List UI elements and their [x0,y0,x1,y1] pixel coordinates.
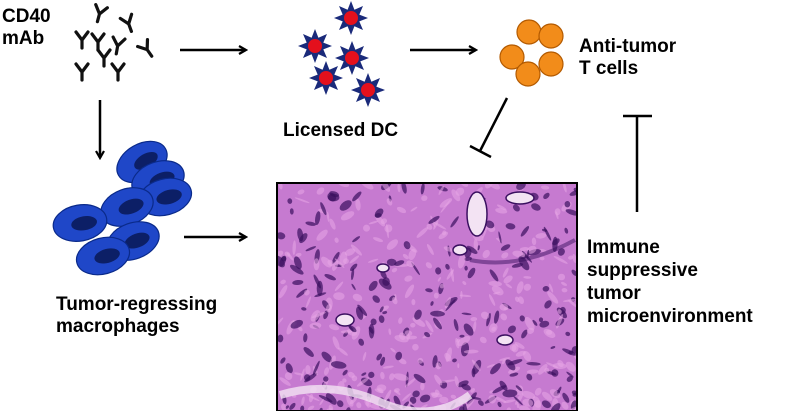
t-cell-icon [516,19,542,45]
t-cell-icon [538,23,564,49]
antibody-icon [110,62,126,82]
histology-image [276,182,578,411]
t-cell-icon [538,51,564,77]
macrophage-icon [75,236,131,276]
licensed-dc-label: Licensed DC [283,120,399,141]
antibody-icon [118,12,134,33]
t-cells-label: Anti-tumor T cells [579,36,677,79]
inhibition-icon [469,97,509,159]
dendritic-cell-icon [334,1,368,35]
macrophage-icon [52,204,108,242]
macrophages-label: Tumor-regressing macrophages [56,294,218,337]
dendritic-cell-icon [335,41,369,75]
antibody-icon [74,30,90,50]
dendritic-cell-icon [309,61,343,95]
antibody-icon [90,32,106,52]
tumor-regressing-macrophages [52,140,193,276]
inhibition-icon [623,114,652,212]
cd40-label: CD40 mAb [2,6,51,49]
dendritic-cell-icon [298,29,332,63]
t-cell-icon [499,44,525,70]
tme-label: Immune suppressive tumor microenvironmen… [587,237,753,327]
licensed-dendritic-cells [298,1,385,107]
antibody-icon [111,35,127,56]
t-cell-icon [515,61,541,87]
antibody-icon [94,3,109,24]
cd40-antibody-icons [74,3,154,82]
antibody-icon [96,48,112,68]
dendritic-cell-icon [351,73,385,107]
antibody-icon [136,38,154,58]
antibody-icon [74,62,90,82]
anti-tumor-t-cells [499,19,564,87]
